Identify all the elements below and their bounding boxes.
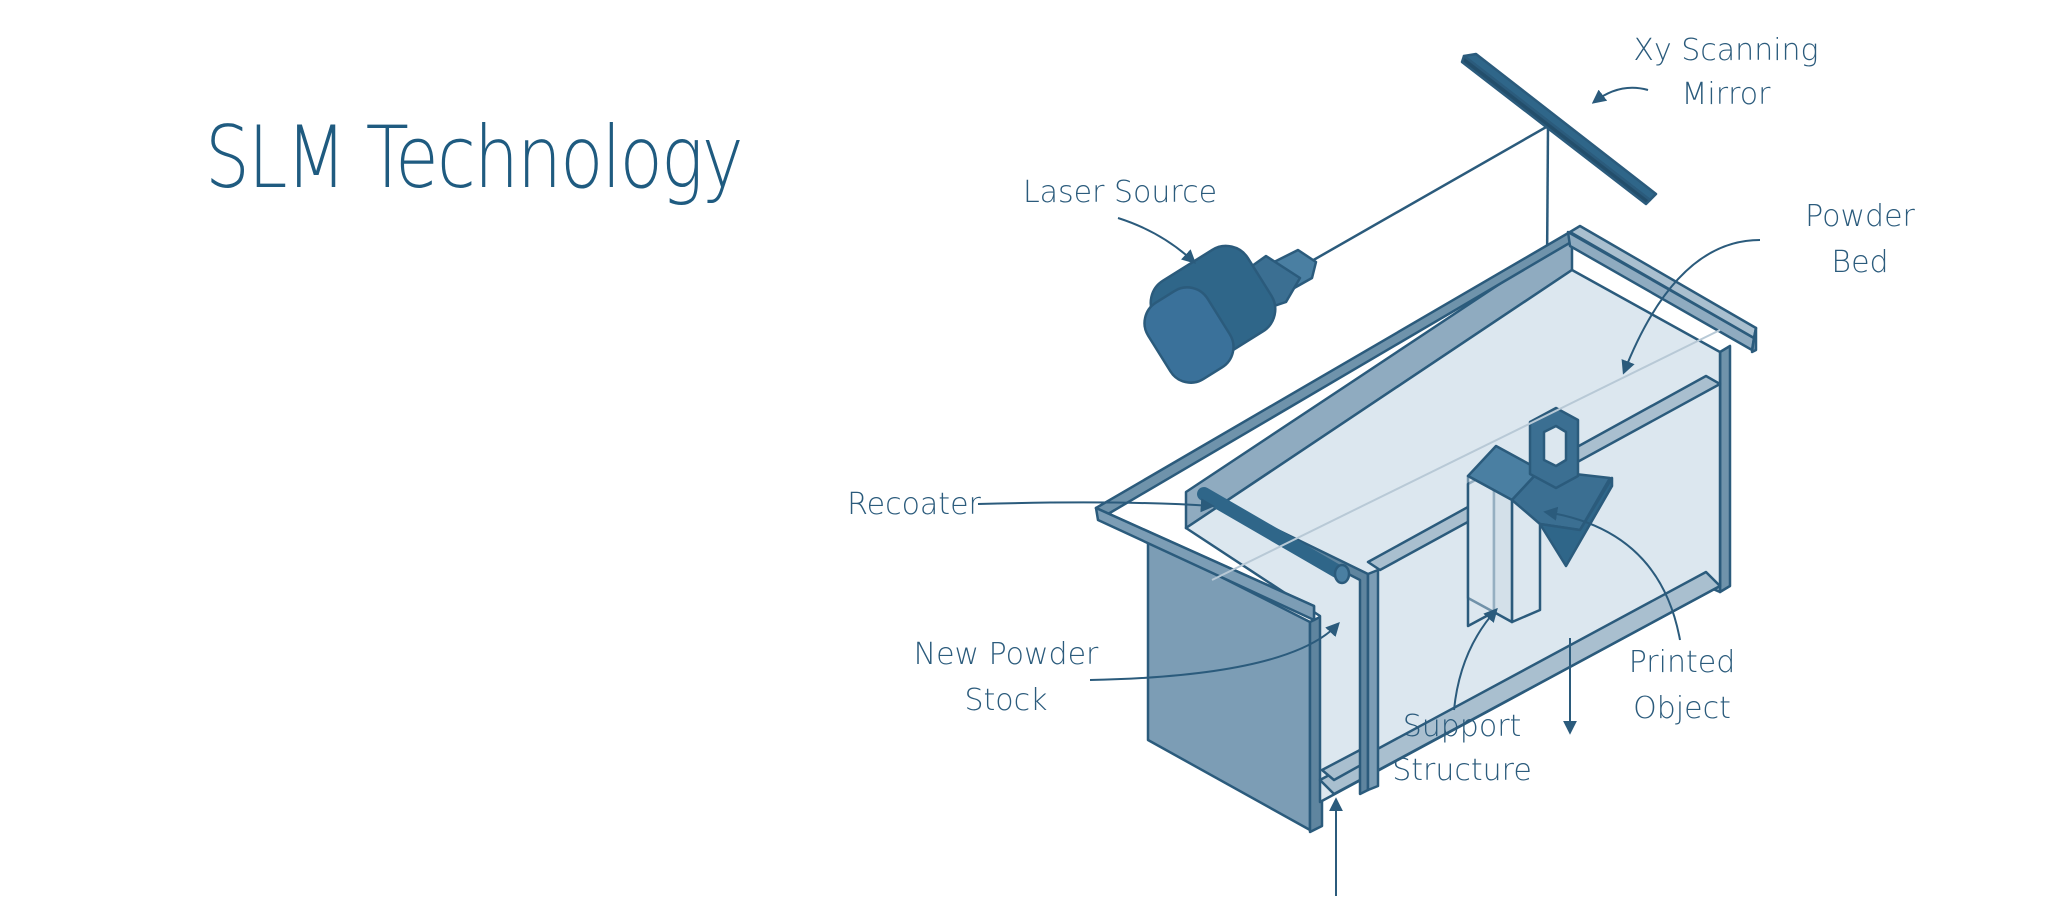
recoater-rod [1197,487,1351,585]
support-arrow [1453,607,1498,711]
printed-object-arrow [1543,506,1681,641]
recoater-arrow [977,498,1215,513]
new-powder-arrow [1089,621,1340,681]
printed-object [1466,406,1614,624]
label-powder-bed-line2: Bed [1831,245,1888,280]
label-support-line1: Support [1403,709,1522,744]
powder-bed-arrow [1621,239,1761,375]
label-laser-source: Laser Source [1023,175,1217,210]
label-printed-line1: Printed [1629,645,1736,680]
laser-source [1143,244,1318,384]
mirror-arrow [1591,86,1649,104]
label-powder-bed-line1: Powder [1805,199,1915,234]
label-new-powder-line2: Stock [964,683,1047,718]
scanning-mirror [1460,52,1658,206]
label-new-powder-line1: New Powder [914,637,1099,672]
label-printed-line2: Object [1633,691,1731,726]
label-mirror-line2: Mirror [1682,77,1772,112]
slide-title: SLM Technology [205,108,744,208]
label-support-line2: Structure [1392,753,1532,788]
label-mirror-line1: Xy Scanning [1633,33,1818,68]
callout-arrows [977,86,1761,896]
label-recoater: Recoater [847,487,981,522]
laser-arrow [1117,217,1197,264]
